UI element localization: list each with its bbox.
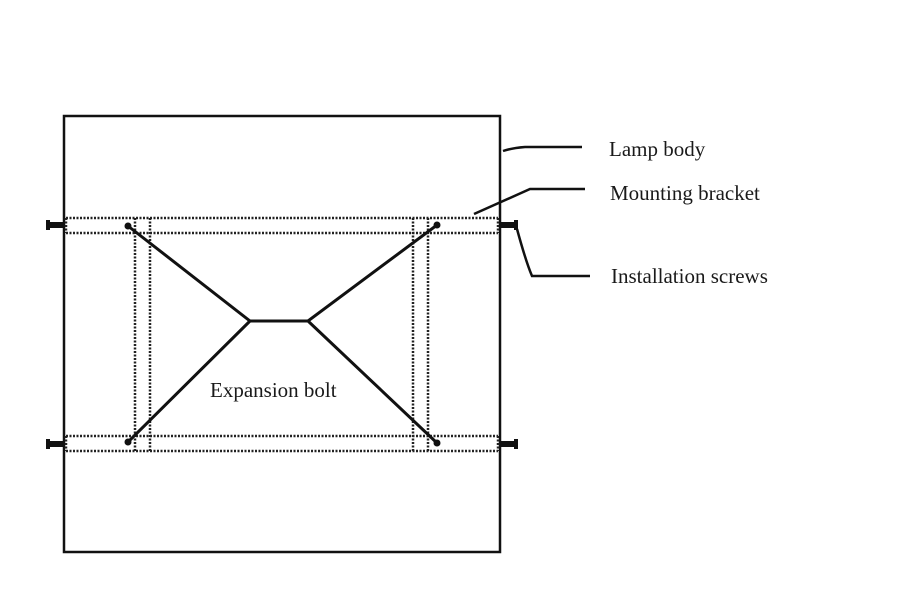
label-mounting-bracket: Mounting bracket [610, 181, 760, 205]
label-lamp-body: Lamp body [609, 137, 706, 161]
label-installation-screws: Installation screws [611, 264, 768, 288]
screw-top-right [501, 220, 518, 230]
screw-bottom-right [501, 439, 518, 449]
lamp-body-outline [62, 114, 502, 554]
bracket-bottom-bar [64, 434, 500, 453]
screw-bottom-left [46, 439, 63, 449]
label-expansion-bolt: Expansion bolt [210, 378, 337, 402]
expansion-bolt-anchors [124, 221, 441, 447]
leader-lamp-body [502, 145, 582, 153]
bracket-right-rail [411, 218, 430, 451]
leader-mounting-bracket [473, 187, 585, 216]
screw-top-left [46, 220, 63, 230]
expansion-bolt-wires [126, 223, 439, 445]
leader-installation-screws [515, 228, 590, 278]
bracket-left-rail [133, 218, 152, 451]
